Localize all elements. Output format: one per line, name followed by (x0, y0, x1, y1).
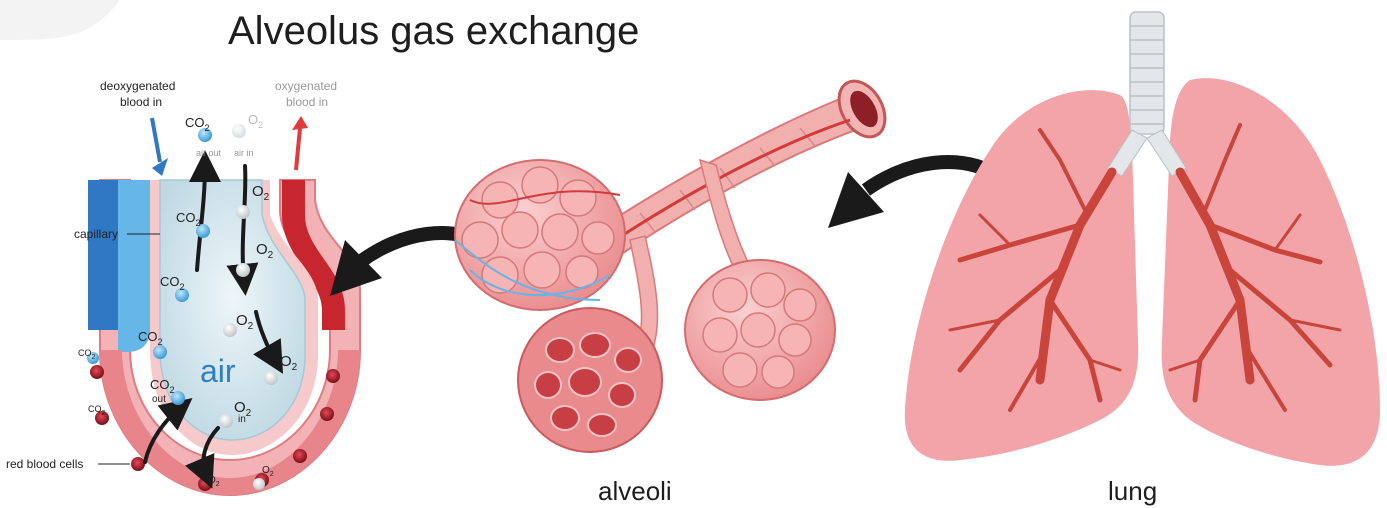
left-lung (905, 90, 1138, 461)
alveolus-cross-section: CO2 O2 CO2 O2 O2 CO2 O2 CO2 O2 CO2 out O… (6, 79, 360, 495)
out-label: out (152, 394, 166, 405)
air-in-label: air in (234, 148, 254, 158)
oxygenated-label: oxygenated blood in (275, 79, 340, 109)
capillary-label: capillary (74, 227, 118, 241)
up-arrow-red (292, 116, 308, 170)
air-label: air (200, 353, 236, 389)
lungs: lung (905, 12, 1380, 506)
deoxygenated-label: deoxygenated blood in (100, 79, 179, 109)
red-blood-cells-label: red blood cells (6, 457, 83, 471)
alveoli-label: alveoli (598, 476, 672, 506)
trachea (1108, 12, 1186, 176)
up-arrow-blue (152, 118, 168, 176)
co2-label: CO2 (78, 348, 96, 361)
in-label: in (238, 414, 246, 425)
alveoli-cluster: alveoli (455, 73, 894, 506)
diagram-title: Alveolus gas exchange (228, 9, 639, 53)
air-out-label: air out (196, 148, 222, 158)
lung-label: lung (1108, 476, 1157, 506)
right-lung (1162, 78, 1380, 466)
co2-label: CO2 (185, 115, 210, 133)
decorative-swoosh (0, 0, 120, 40)
o2-label: O2 (248, 112, 263, 130)
capillary-vein (88, 180, 118, 330)
